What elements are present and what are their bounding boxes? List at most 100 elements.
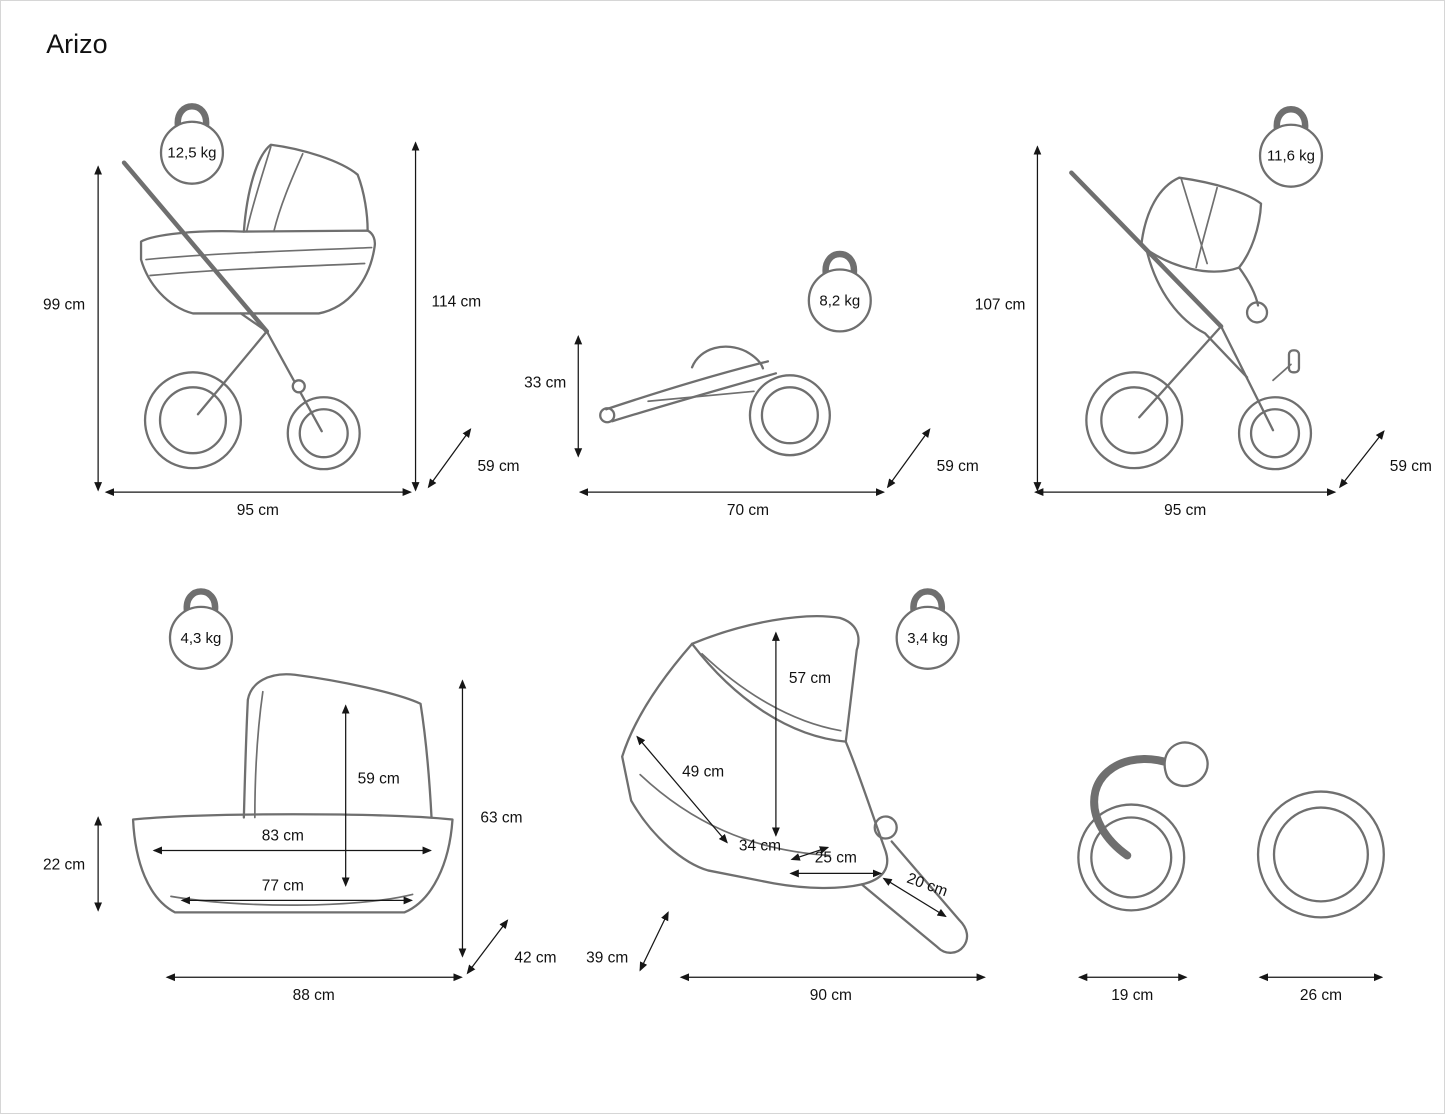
folded-handle-end bbox=[599, 407, 616, 424]
pram-frame-joint bbox=[291, 379, 306, 394]
pushchair-length-label: 95 cm bbox=[1164, 502, 1206, 519]
pram-width-label: 59 cm bbox=[477, 458, 519, 475]
pushchair-front-wheel-outer bbox=[1237, 396, 1313, 471]
folded-frame-bar bbox=[647, 390, 755, 403]
folded-frame-top bbox=[605, 360, 770, 411]
figure-pram: 12,5 kg 99 cm 114 cm 95 cm 59 cm bbox=[43, 103, 520, 519]
kettlebell-body-icon bbox=[159, 120, 225, 185]
pushchair-weight-label: 11,6 kg bbox=[1267, 148, 1315, 165]
pushchair-height-label: 107 cm bbox=[975, 296, 1026, 313]
pram-hood-fold-1 bbox=[246, 145, 272, 232]
pram-rear-wheel-outer bbox=[143, 371, 243, 470]
pushchair-canopy-fold-2 bbox=[1195, 186, 1218, 269]
seat-backrest-height-label: 57 cm bbox=[789, 670, 831, 687]
seat-body-outline bbox=[621, 642, 889, 890]
front-wheel-fork-cap bbox=[1163, 741, 1209, 788]
pram-drawing bbox=[121, 143, 377, 471]
carrycot-total-height-label: 63 cm bbox=[480, 810, 522, 827]
pram-weight-badge: 12,5 kg bbox=[159, 103, 225, 185]
folded-width-dim bbox=[886, 428, 931, 489]
folded-length-label: 70 cm bbox=[727, 502, 769, 519]
seat-surface-line bbox=[639, 773, 831, 857]
carrycot-width-label: 42 cm bbox=[514, 949, 556, 966]
pram-hood-fold-2 bbox=[272, 152, 304, 233]
folded-weight-label: 8,2 kg bbox=[819, 292, 860, 309]
seat-recline-knob bbox=[873, 815, 898, 840]
figure-wheels: 19 cm 26 cm bbox=[1077, 741, 1385, 1004]
pushchair-drawing bbox=[1069, 170, 1313, 471]
folded-wheel-inner bbox=[760, 386, 819, 445]
pushchair-backrest bbox=[1237, 266, 1260, 307]
pram-width-dim bbox=[427, 428, 472, 489]
rear-wheel-drawing bbox=[1256, 790, 1385, 919]
kettlebell-body-icon bbox=[1258, 123, 1324, 188]
kettlebell-body-icon bbox=[895, 605, 960, 670]
pushchair-canopy-fold-1 bbox=[1180, 177, 1208, 265]
kettlebell-handle-icon bbox=[910, 588, 945, 615]
pram-frame-support bbox=[239, 312, 268, 333]
pram-hood-outline bbox=[242, 143, 369, 233]
seat-weight-label: 3,4 kg bbox=[907, 630, 948, 647]
seat-backrest-length-dim bbox=[636, 735, 728, 844]
seat-width-inner-label: 25 cm bbox=[815, 849, 857, 866]
figure-seat: 3,4 kg 57 cm 49 cm 34 cm 25 cm 20 cm 39 … bbox=[586, 588, 986, 1004]
kettlebell-handle-icon bbox=[822, 250, 858, 277]
pushchair-width-label: 59 cm bbox=[1390, 458, 1432, 475]
kettlebell-handle-icon bbox=[1273, 106, 1309, 133]
pram-bassinet-outline bbox=[139, 229, 377, 315]
carrycot-basket-depth-label: 22 cm bbox=[43, 856, 85, 873]
pram-frame-rear-leg bbox=[196, 330, 268, 416]
seat-legrest-outline bbox=[860, 840, 969, 954]
seat-canopy-fold bbox=[701, 652, 842, 732]
folded-width-label: 59 cm bbox=[937, 458, 979, 475]
kettlebell-body-icon bbox=[168, 605, 234, 670]
pushchair-frame-front-leg bbox=[1219, 325, 1275, 432]
pushchair-bumper-knob bbox=[1245, 301, 1269, 324]
carrycot-length-label: 88 cm bbox=[293, 987, 335, 1004]
page-title: Arizo bbox=[46, 29, 107, 59]
pram-bassinet-trim-2 bbox=[149, 262, 366, 277]
kettlebell-handle-icon bbox=[183, 588, 219, 615]
pushchair-rear-wheel-outer bbox=[1085, 371, 1184, 470]
kettlebell-body-icon bbox=[807, 268, 872, 333]
seat-backrest-length-label: 49 cm bbox=[682, 764, 724, 781]
folded-height-label: 33 cm bbox=[524, 374, 566, 391]
carrycot-width-dim bbox=[466, 919, 509, 975]
pram-rear-wheel-inner bbox=[158, 386, 228, 455]
pushchair-front-wheel-inner bbox=[1249, 408, 1301, 459]
pram-weight-label: 12,5 kg bbox=[167, 145, 216, 162]
figure-carrycot: 4,3 kg 22 cm 59 cm 83 cm 77 cm 63 cm 88 … bbox=[43, 588, 556, 1004]
carrycot-hood-fold bbox=[253, 690, 264, 819]
pram-front-wheel-inner bbox=[298, 408, 349, 459]
rear-wheel-diameter-label: 26 cm bbox=[1300, 987, 1342, 1004]
pram-length-label: 95 cm bbox=[237, 502, 279, 519]
pram-front-wheel-outer bbox=[286, 396, 361, 471]
folded-hood-bump bbox=[690, 345, 765, 370]
pram-bassinet-trim-1 bbox=[145, 246, 373, 261]
pushchair-seat-front bbox=[1146, 251, 1249, 379]
pushchair-rear-wheel-inner bbox=[1100, 386, 1169, 455]
folded-drawing bbox=[599, 345, 831, 457]
front-wheel-fork bbox=[1090, 755, 1192, 860]
pushchair-fold-lever bbox=[1287, 349, 1301, 374]
seat-canopy-outline bbox=[690, 615, 860, 743]
seat-weight-badge: 3,4 kg bbox=[895, 588, 960, 670]
carrycot-inner-length-label: 77 cm bbox=[262, 877, 304, 894]
figure-pushchair: 11,6 kg 107 cm 95 cm 59 cm bbox=[975, 106, 1432, 519]
carrycot-hood-outline bbox=[242, 673, 433, 819]
carrycot-hood-height-label: 59 cm bbox=[358, 771, 400, 788]
pram-height-total-label: 114 cm bbox=[432, 293, 482, 310]
carrycot-tub-outline bbox=[131, 813, 454, 914]
pushchair-frame-rear-leg bbox=[1138, 325, 1223, 419]
figure-folded: 8,2 kg 33 cm 70 cm 59 cm bbox=[524, 250, 979, 519]
carrycot-weight-label: 4,3 kg bbox=[181, 630, 222, 647]
carrycot-weight-badge: 4,3 kg bbox=[168, 588, 234, 670]
pushchair-canopy-outline bbox=[1140, 176, 1263, 273]
rear-wheel-inner bbox=[1272, 806, 1369, 903]
kettlebell-handle-icon bbox=[174, 103, 210, 130]
pushchair-weight-badge: 11,6 kg bbox=[1258, 106, 1324, 188]
seat-legrest-dim bbox=[882, 877, 947, 918]
seat-length-label: 90 cm bbox=[810, 987, 852, 1004]
